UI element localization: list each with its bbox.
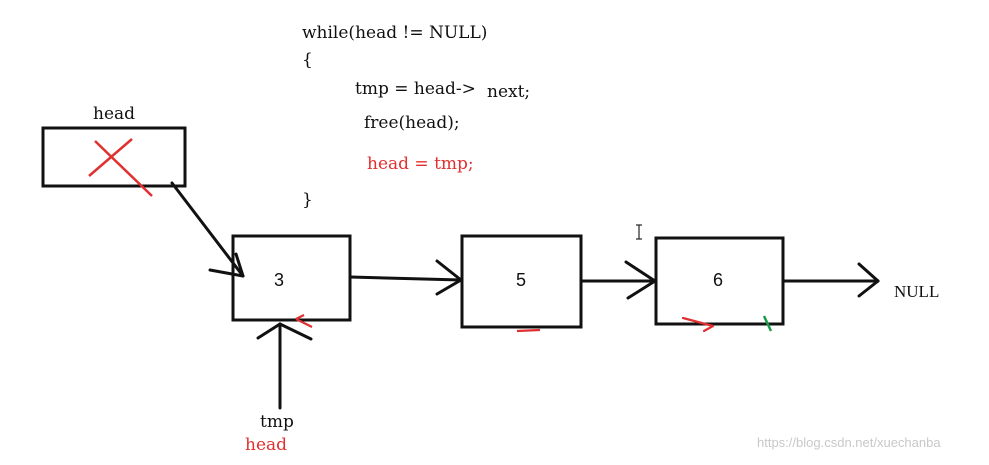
node-5-red-mark	[516, 328, 541, 333]
code-block: while(head != NULL) { tmp = head-> next;…	[302, 23, 530, 210]
code-close-brace: }	[302, 190, 313, 210]
node-value-6: 6	[713, 270, 723, 290]
node-3-red-mark	[295, 314, 313, 328]
head-to-node-arrow	[170, 181, 245, 278]
code-open-brace: {	[302, 50, 313, 70]
head-label-top: head	[93, 104, 135, 124]
node-6-red-mark	[681, 316, 715, 333]
code-line-tmp: tmp = head->	[355, 79, 476, 99]
text-cursor-icon	[636, 224, 642, 240]
node-6-green-mark	[762, 315, 773, 332]
head-label-bottom: head	[245, 435, 287, 455]
cross-out-mark	[88, 138, 153, 197]
code-line-free: free(head);	[364, 113, 460, 133]
node-value-3: 3	[274, 270, 284, 290]
tmp-label: tmp	[260, 412, 294, 432]
node-value-5: 5	[516, 270, 526, 290]
code-line-head-assign: head = tmp;	[367, 154, 474, 174]
code-line-while: while(head != NULL)	[302, 23, 487, 43]
arrow-3-to-5	[348, 259, 463, 296]
node-box-3	[231, 234, 352, 322]
arrow-6-to-null	[781, 262, 880, 298]
head-pointer-box	[41, 126, 187, 188]
arrow-5-to-6	[579, 260, 657, 300]
tmp-arrow	[256, 322, 313, 410]
null-label: NULL	[894, 282, 939, 301]
code-line-next: next;	[487, 82, 530, 102]
watermark: https://blog.csdn.net/xuechanba	[757, 435, 941, 450]
